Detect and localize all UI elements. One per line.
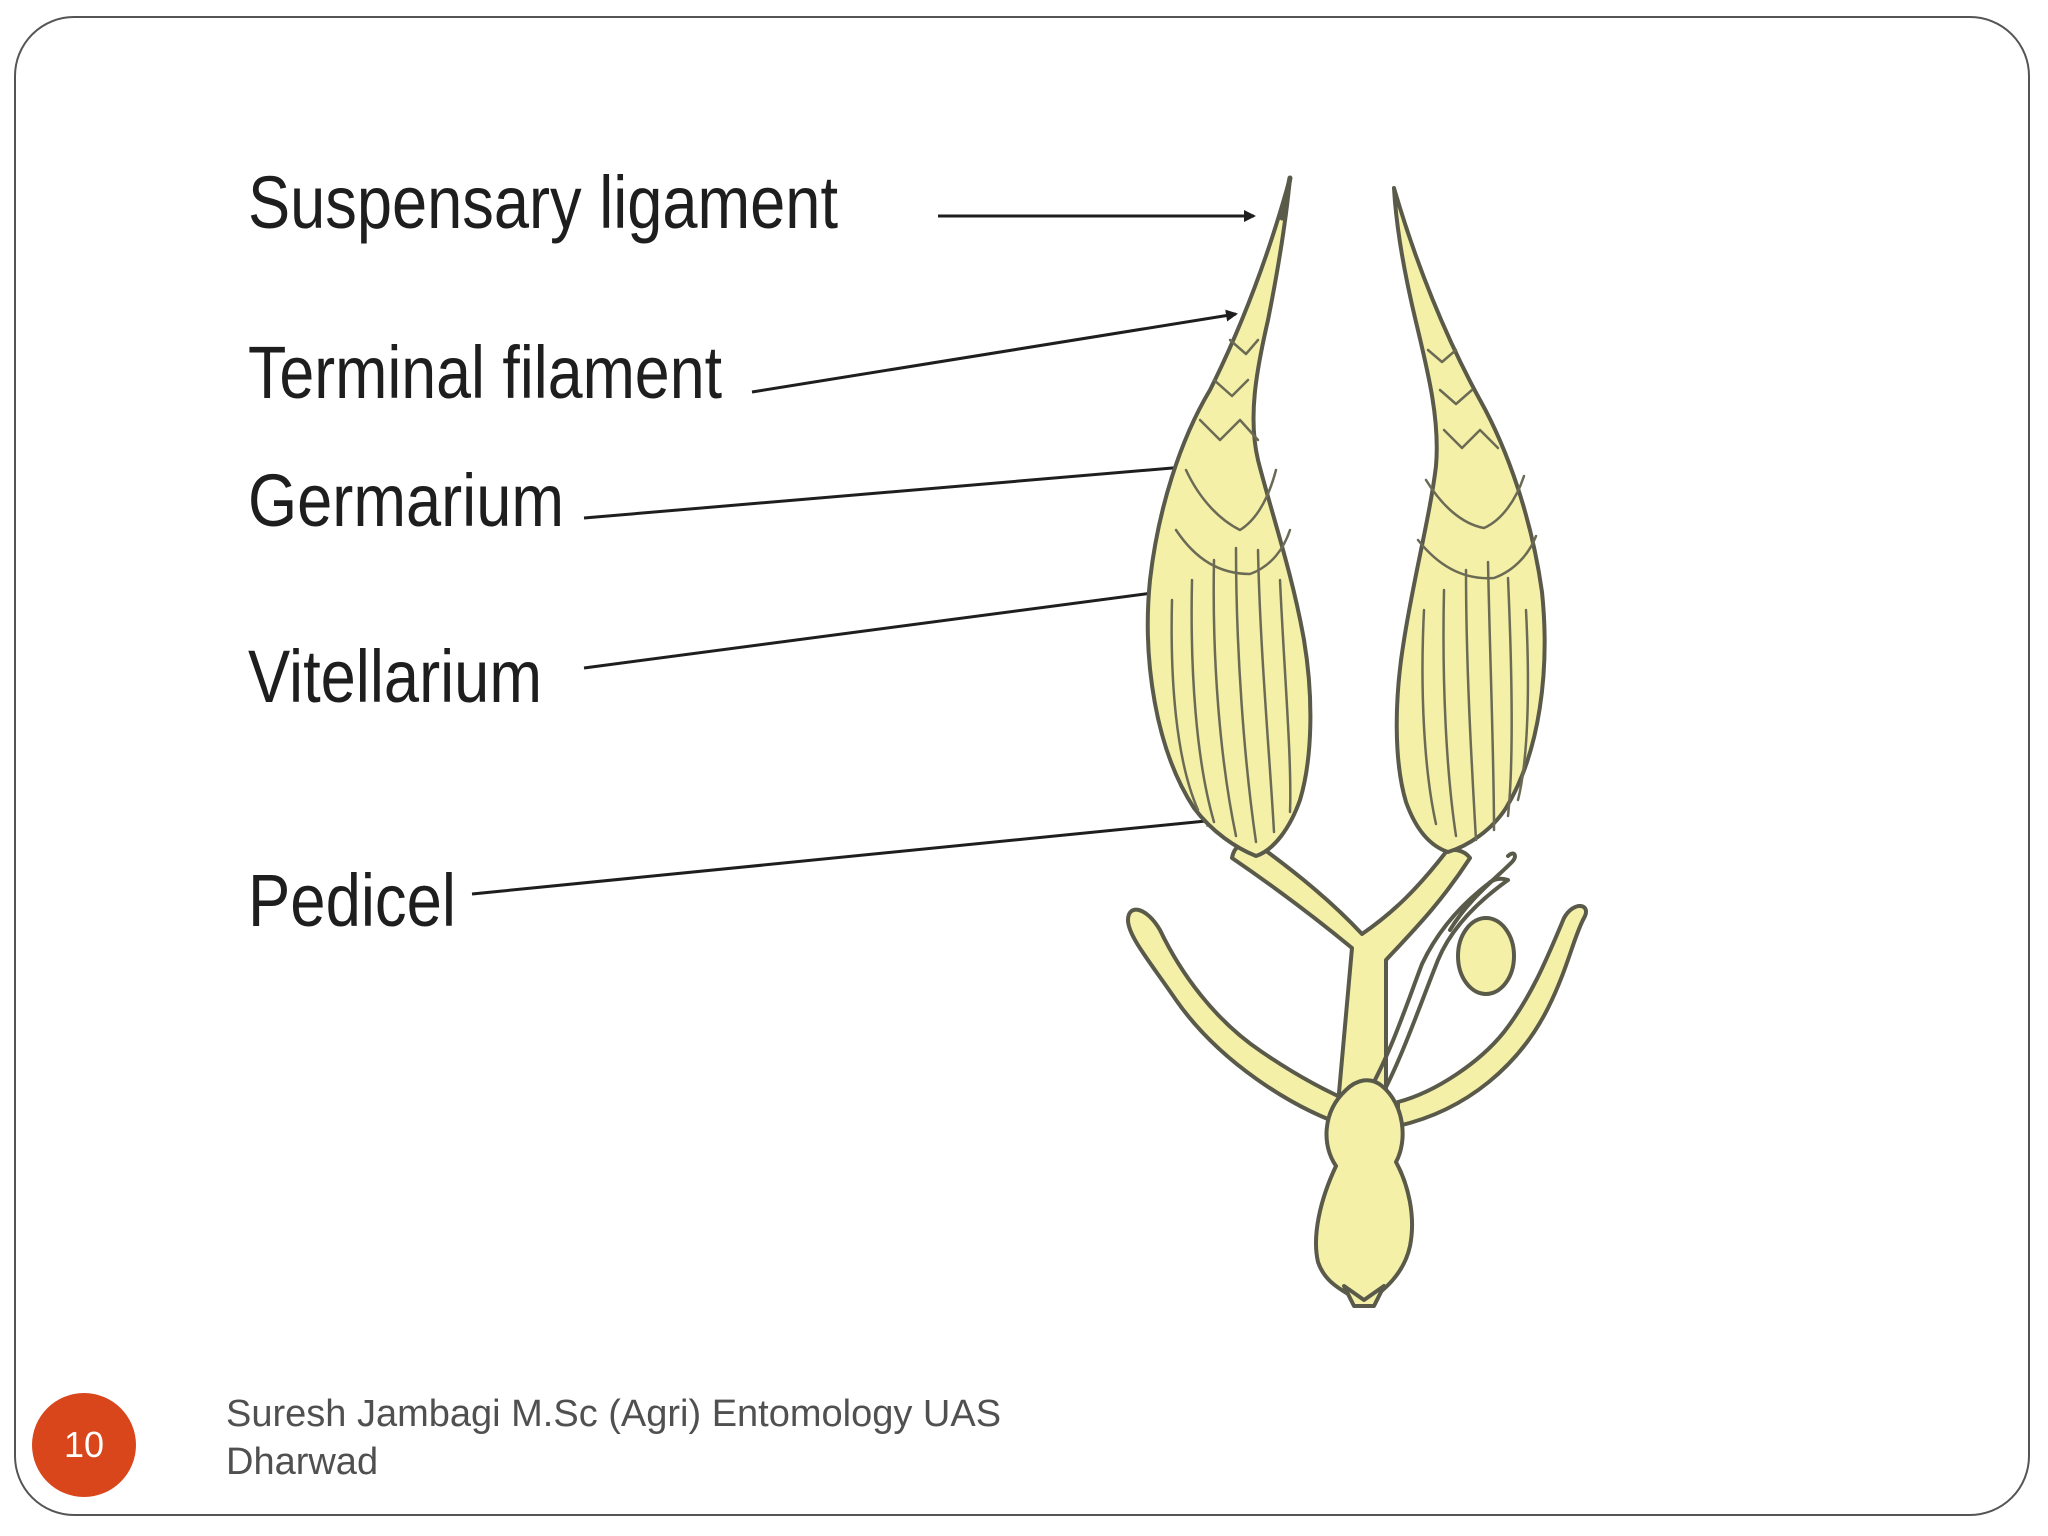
label-suspensory-ligament: Suspensary ligament — [248, 161, 838, 244]
footer-line-2: Dharwad — [226, 1441, 379, 1483]
ovary-illustration — [1126, 175, 1588, 1308]
label-terminal-filament: Terminal filament — [248, 331, 722, 414]
left-accessory-gland — [1126, 907, 1358, 1130]
right-egg-chambers — [1416, 348, 1538, 842]
vagina-tip — [1342, 1284, 1386, 1308]
arrow-germarium — [583, 460, 1198, 520]
label-vitellarium: Vitellarium — [248, 635, 542, 718]
spermathecal-gland — [1448, 851, 1517, 932]
footer-line-1: Suresh Jambagi M.Sc (Agri) Entomology UA… — [226, 1393, 1002, 1435]
left-ovariole — [1145, 176, 1313, 858]
right-accessory-gland — [1396, 904, 1588, 1128]
label-pedicel: Pedicel — [248, 859, 456, 942]
left-egg-chambers — [1170, 338, 1292, 844]
spermatheca — [1456, 916, 1516, 996]
arrow-pedicel — [471, 815, 1218, 896]
arrow-vitellarium — [583, 587, 1162, 670]
spermatheca-duct — [1362, 876, 1510, 1108]
right-ovariole — [1392, 186, 1547, 854]
slide-frame — [14, 16, 2030, 1516]
slide-number-badge: 10 — [32, 1393, 136, 1497]
slide-footer: Suresh Jambagi M.Sc (Agri) Entomology UA… — [226, 1390, 1126, 1486]
arrow-terminal-filament — [751, 309, 1238, 394]
left-terminal-filament — [1279, 175, 1293, 221]
common-oviduct — [1314, 1078, 1414, 1304]
label-germarium: Germarium — [248, 459, 564, 542]
